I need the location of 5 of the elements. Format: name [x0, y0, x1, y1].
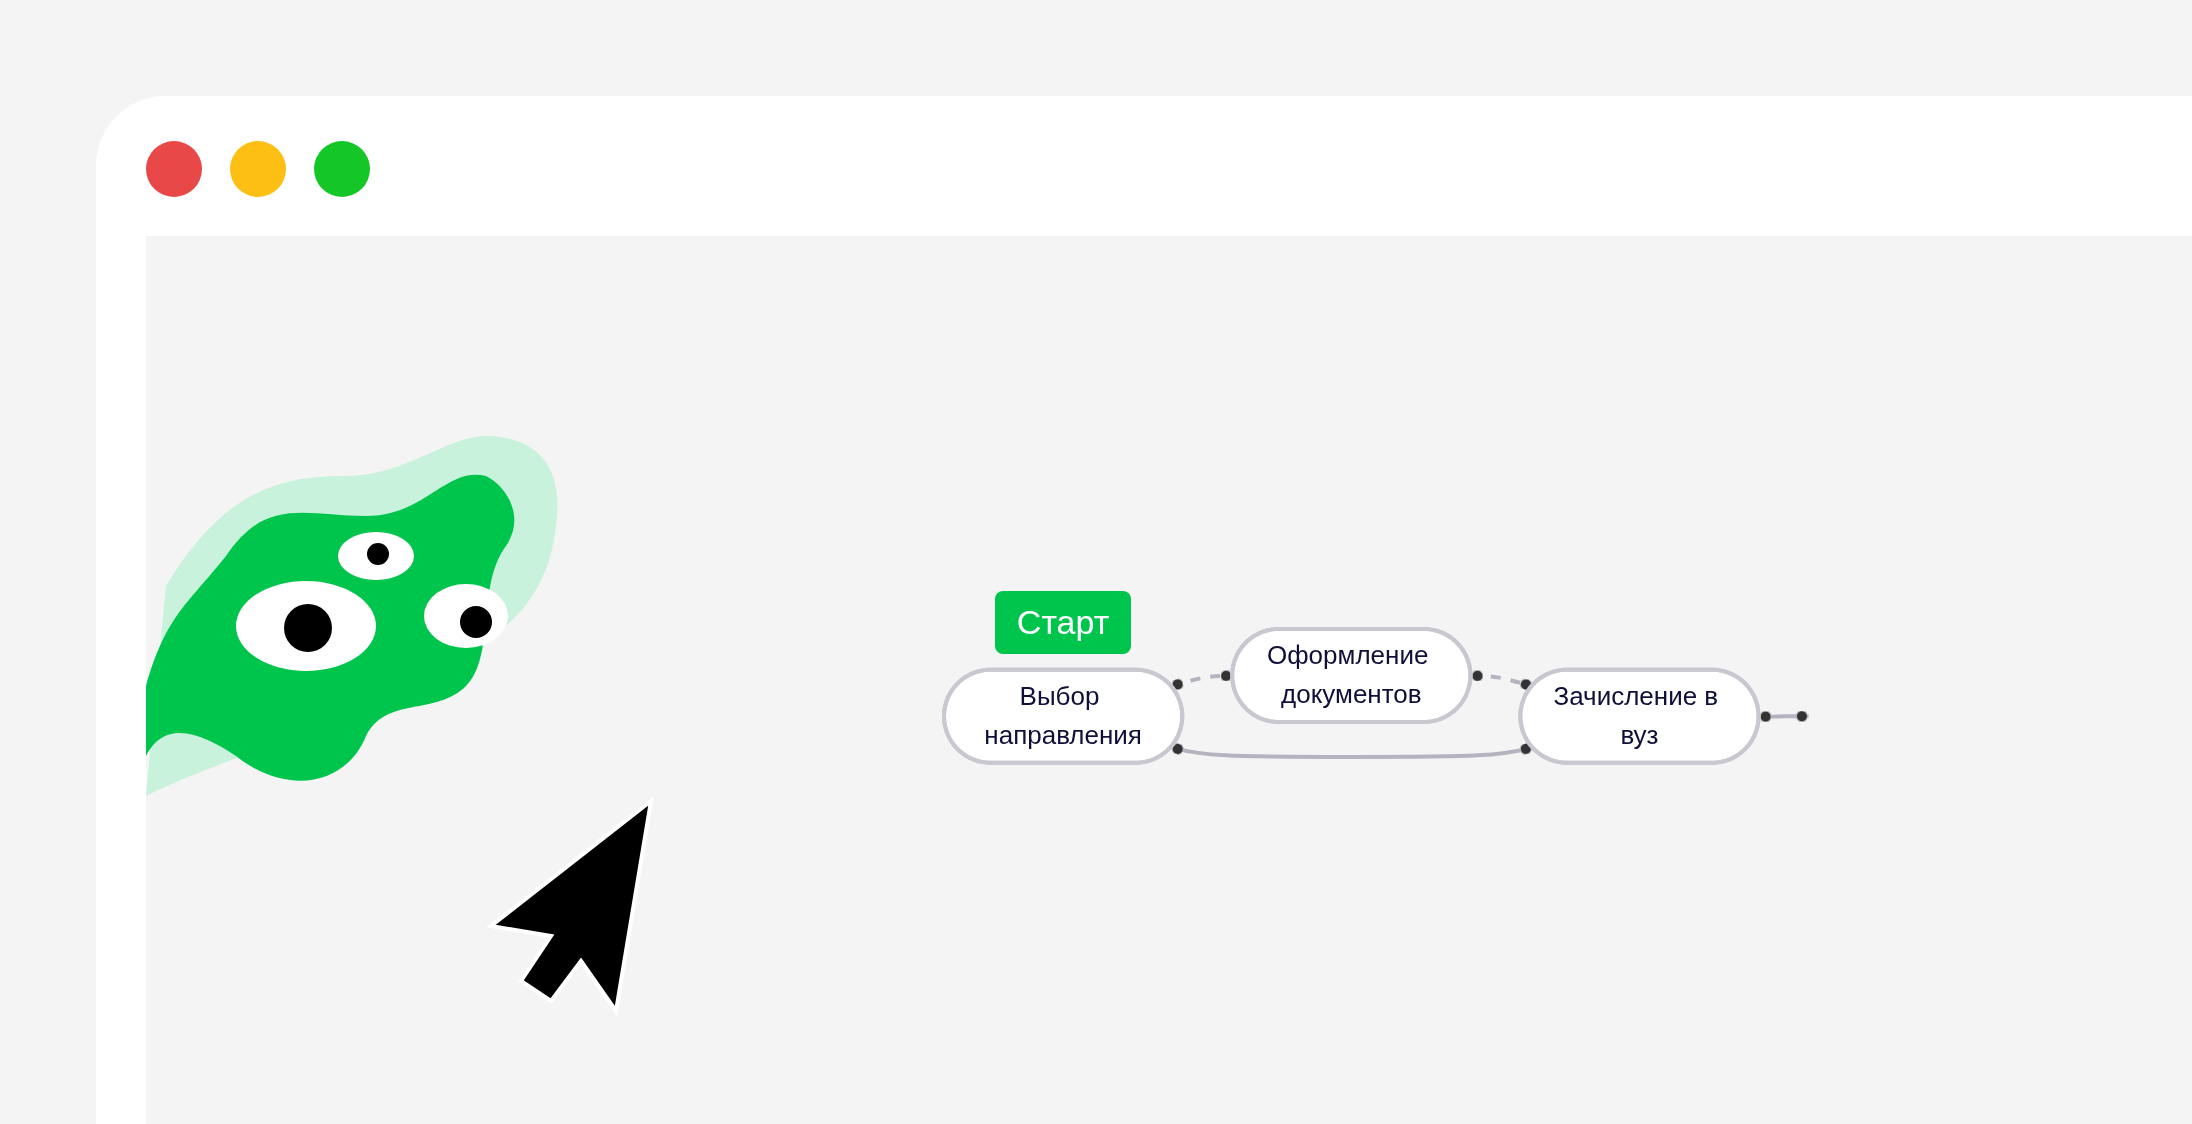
connector — [1758, 710, 1809, 723]
start-tag: Старт — [994, 590, 1132, 654]
connector — [1470, 669, 1533, 691]
connector — [1170, 742, 1533, 760]
browser-window: Выбор направления Оформление документов Зачисление в вуз Старт — [96, 96, 2192, 1124]
